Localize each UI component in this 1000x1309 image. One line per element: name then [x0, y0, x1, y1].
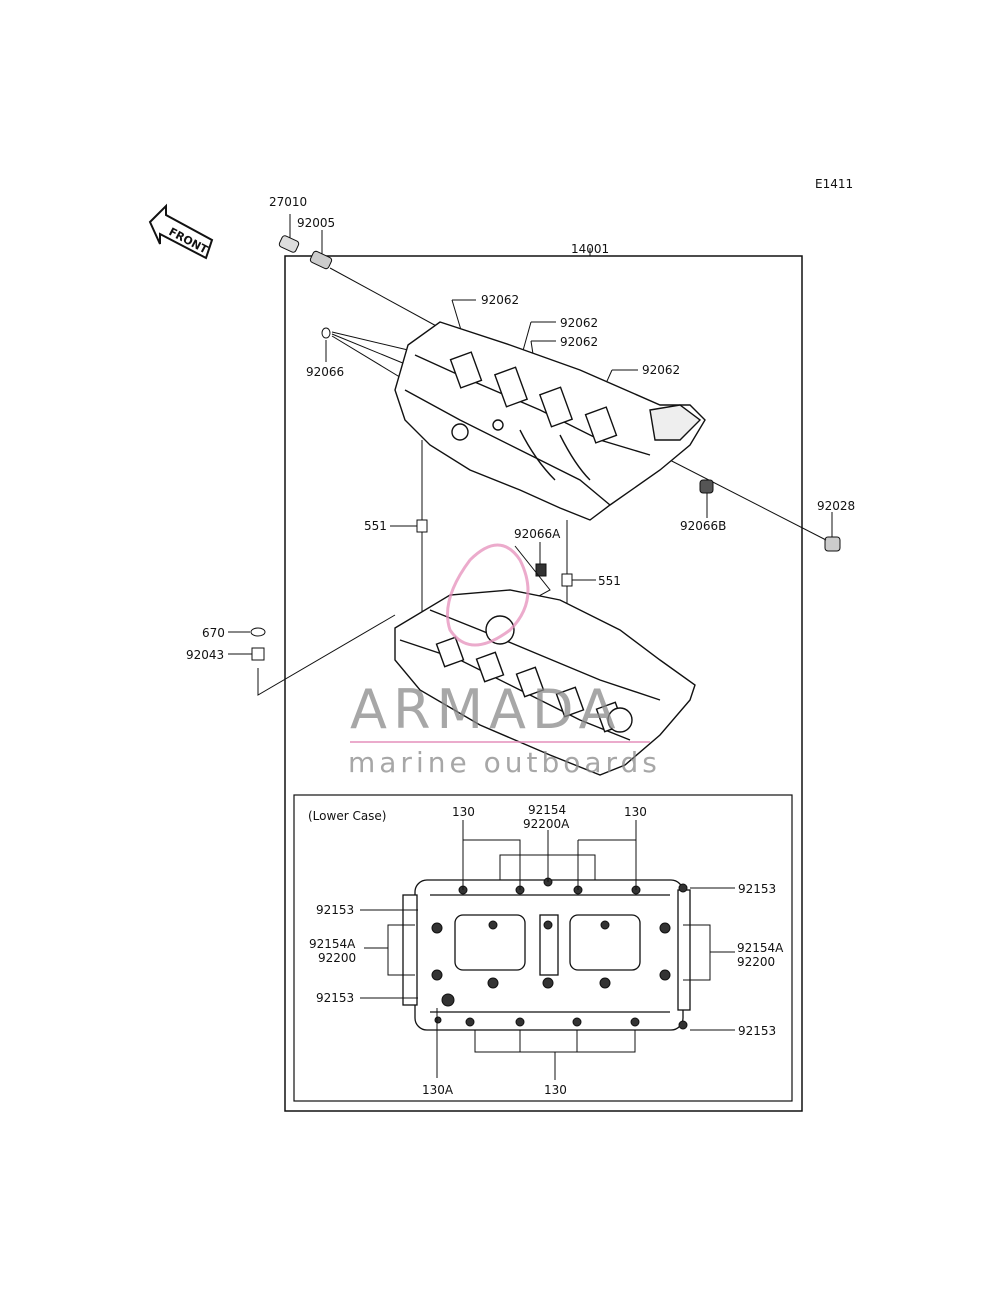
label-92043: 92043 — [186, 648, 224, 662]
label-92066A: 92066A — [514, 527, 561, 541]
watermark-brand: ARMADA — [350, 678, 622, 741]
label-92062-c: 92062 — [560, 335, 598, 349]
label-92200-right: 92200 — [737, 955, 775, 969]
label-92062-a: 92062 — [481, 293, 519, 307]
o-ring-670-icon — [228, 627, 266, 637]
dowel-92043-icon — [228, 614, 396, 696]
plug-92066B-icon — [699, 479, 714, 518]
label-130A: 130A — [422, 1083, 454, 1097]
label-92200-left: 92200 — [318, 951, 356, 965]
label-92066: 92066 — [306, 365, 344, 379]
figure-code: E1411 — [815, 177, 853, 191]
label-92154A-left: 92154A — [309, 937, 356, 951]
label-92062-b: 92062 — [560, 316, 598, 330]
pin-92066-icon — [321, 327, 411, 383]
watermark-logo: ARMADA marine outboards — [348, 543, 661, 779]
label-92154A-right: 92154A — [737, 941, 784, 955]
label-130-bottom: 130 — [544, 1083, 567, 1097]
plug-92005-icon — [309, 230, 441, 329]
dowel-551-left-icon — [390, 440, 428, 632]
label-130-tl: 130 — [452, 805, 475, 819]
label-92066B: 92066B — [680, 519, 726, 533]
assembly-frame — [284, 255, 803, 1112]
lower-case-bolts — [431, 877, 688, 1030]
label-92153-ll: 92153 — [316, 991, 354, 1005]
front-arrow-icon: FRONT — [148, 203, 214, 260]
label-551-left: 551 — [364, 519, 387, 533]
label-92153-lr: 92153 — [738, 1024, 776, 1038]
label-670: 670 — [202, 626, 225, 640]
label-92153-ur: 92153 — [738, 882, 776, 896]
label-27010: 27010 — [269, 195, 307, 209]
lower-case-frame — [293, 794, 793, 1102]
lower-case-plan — [402, 879, 691, 1031]
label-92200A-top: 92200A — [523, 817, 570, 831]
upper-crankcase — [394, 321, 706, 521]
lower-crankcase — [394, 589, 696, 776]
label-92005: 92005 — [297, 216, 335, 230]
label-14001: 14001 — [571, 242, 609, 256]
sensor-27010-icon — [278, 214, 300, 253]
label-92028: 92028 — [817, 499, 855, 513]
lower-case-title: (Lower Case) — [308, 809, 387, 823]
lower-case-leaders — [360, 820, 735, 1080]
watermark-tagline: marine outboards — [348, 746, 661, 779]
plug-92028-icon — [659, 454, 841, 552]
label-92153-ul: 92153 — [316, 903, 354, 917]
label-130-tr: 130 — [624, 805, 647, 819]
label-92062-d: 92062 — [642, 363, 680, 377]
label-551-right: 551 — [598, 574, 621, 588]
label-92154-top: 92154 — [528, 803, 566, 817]
